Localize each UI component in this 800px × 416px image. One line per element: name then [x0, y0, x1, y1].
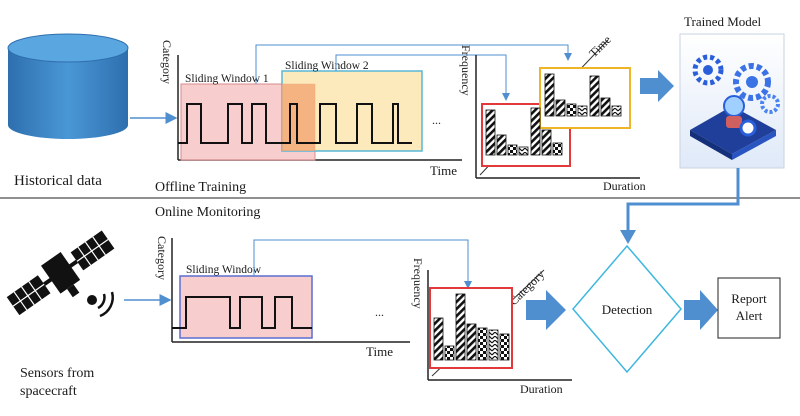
trained-model-image [679, 33, 785, 169]
offline-timeseries-chart: Category Time Sliding Window 1 Sliding W… [160, 40, 462, 178]
model-to-detection-arrowhead [620, 230, 636, 244]
detection-label: Detection [602, 302, 653, 317]
online-monitoring-label: Online Monitoring [155, 205, 260, 220]
online-timeseries-chart: Category Time Sliding Window ... [155, 236, 410, 359]
hist-bar [488, 329, 499, 361]
hist-bar [455, 293, 466, 361]
hist-bar [577, 105, 588, 117]
report-label-line1: Report [731, 291, 767, 306]
offline-hist-panel-orange [539, 67, 631, 129]
offline-ellipsis: ... [432, 113, 441, 127]
detection-to-report-arrow [684, 290, 718, 330]
hist-to-detection-arrow [526, 290, 566, 330]
window-overlap [282, 84, 315, 151]
hist-bar [499, 333, 510, 361]
hist-bar [566, 103, 577, 117]
hist-to-model-arrow [640, 70, 674, 102]
hist-bar [496, 134, 507, 156]
hist-bar [600, 97, 611, 117]
window-to-online-hist-connector [253, 239, 472, 289]
online-x-label: Time [366, 344, 393, 359]
offline-histogram: Frequency Time Duration [459, 33, 646, 193]
sensors-label-line1: Sensors from [20, 366, 94, 381]
offline-signal-line [178, 103, 412, 144]
hist-bar [444, 345, 455, 361]
hist-bar [485, 109, 496, 156]
offline-hist-y-label: Frequency [459, 45, 473, 96]
online-signal-line [172, 296, 312, 329]
sliding-window-1-label: Sliding Window 1 [185, 73, 269, 85]
online-ellipsis: ... [375, 305, 384, 319]
online-sliding-window [179, 275, 313, 339]
hist-bar [507, 144, 518, 156]
offline-training-label: Offline Training [155, 180, 246, 195]
sensors-label-line2: spacecraft [20, 384, 77, 399]
trained-model-label: Trained Model [684, 14, 762, 29]
satellite-icon [6, 230, 115, 318]
hist-bar [530, 107, 541, 156]
report-alert-box [717, 277, 781, 339]
database-icon [7, 33, 129, 139]
historical-data-label: Historical data [14, 173, 102, 189]
hist-bar [541, 129, 552, 156]
offline-x-label: Time [430, 163, 457, 178]
hist-bar [466, 323, 477, 361]
offline-y-label: Category [160, 40, 174, 84]
online-hist-y-label: Frequency [411, 258, 425, 309]
gear-icon [733, 63, 771, 101]
detection-diamond [572, 244, 682, 374]
report-label-line2: Alert [736, 308, 763, 323]
hist-bar [555, 99, 566, 117]
online-hist-x-label: Duration [520, 382, 563, 396]
robot-head-icon [723, 95, 745, 117]
offline-hist-diag-label: Time [586, 33, 614, 61]
window1-to-hist-connector [335, 54, 510, 101]
window2-to-hist-connector [255, 44, 572, 84]
hist-bar [611, 105, 622, 117]
hist-bar [433, 317, 444, 361]
gear-icon [760, 94, 780, 114]
online-y-label: Category [155, 236, 169, 280]
offline-hist-x-label: Duration [603, 179, 646, 193]
hist-bar [552, 142, 563, 156]
hist-bar [589, 75, 600, 117]
model-platform [690, 106, 776, 154]
online-sliding-window-label: Sliding Window [186, 264, 262, 276]
model-to-detection-connector [626, 168, 740, 232]
hist-bar [544, 73, 555, 117]
hist-bar [518, 146, 529, 156]
hist-bar [477, 327, 488, 361]
gear-icon [692, 54, 724, 86]
sliding-window-2-label: Sliding Window 2 [285, 60, 369, 72]
